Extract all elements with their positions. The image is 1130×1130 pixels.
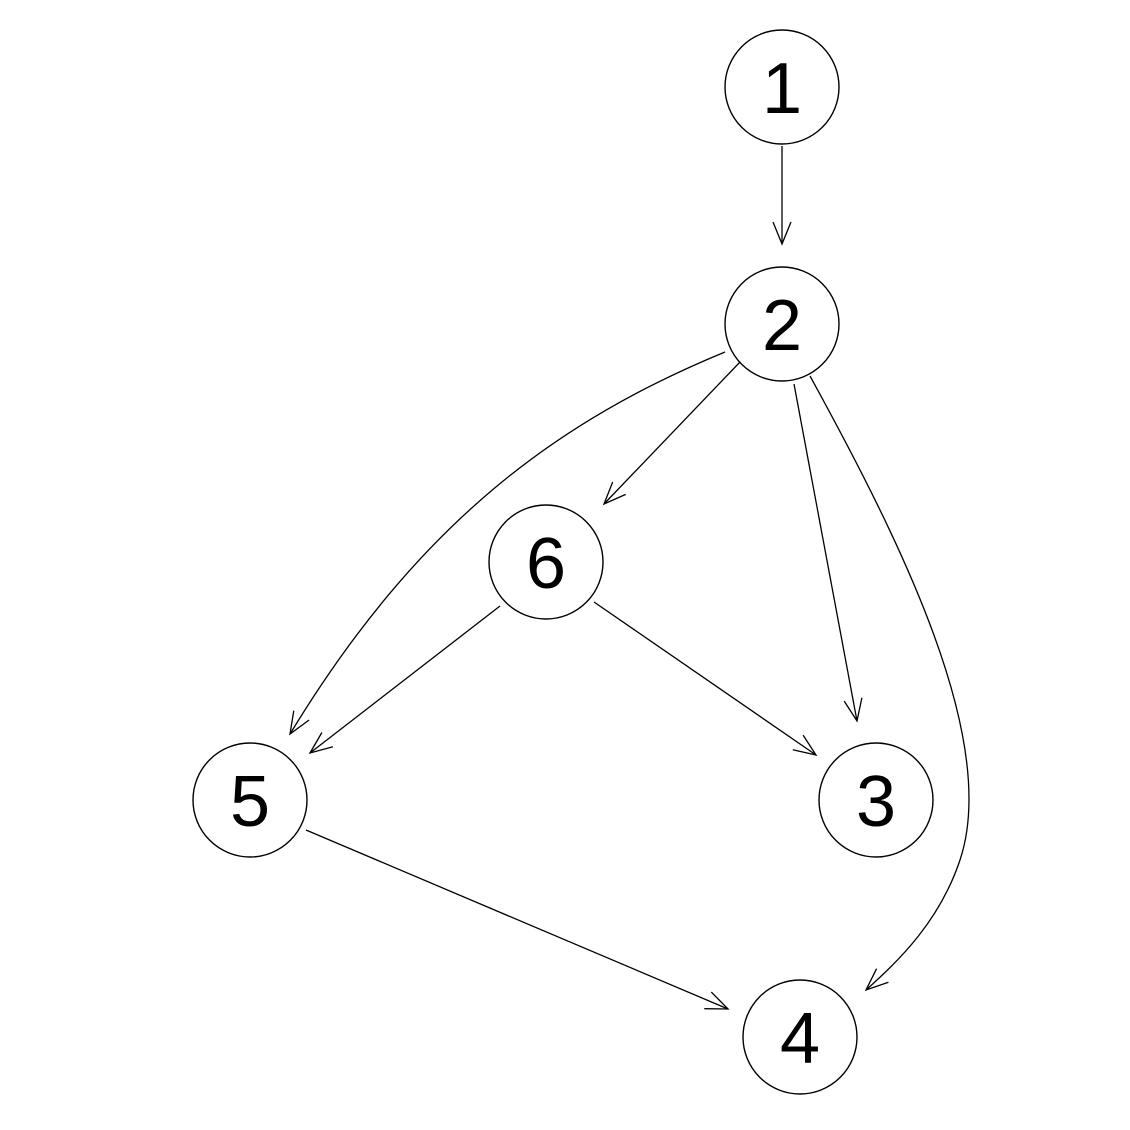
node-3-label: 3 xyxy=(856,762,896,842)
edge-5-to-4 xyxy=(305,829,729,1010)
node-1-circle xyxy=(724,29,840,145)
arrowhead-2-to-4 xyxy=(864,968,889,992)
node-2-label: 2 xyxy=(762,286,802,366)
arrowhead-1-to-2 xyxy=(772,221,792,246)
edge-6-to-5 xyxy=(309,605,501,754)
arrowhead-6-to-5 xyxy=(308,732,334,755)
edge-2-to-5 xyxy=(289,351,726,735)
node-2: 2 xyxy=(724,266,840,382)
node-3: 3 xyxy=(818,742,934,858)
nodes-layer: 1 2 3 4 5 6 xyxy=(192,29,934,1095)
node-3-circle xyxy=(818,742,934,858)
node-5: 5 xyxy=(192,742,308,858)
edge-2-to-4 xyxy=(809,375,970,991)
node-6: 6 xyxy=(488,504,604,620)
arrowhead-2-to-3 xyxy=(843,697,863,723)
node-1-label: 1 xyxy=(762,49,802,129)
node-2-circle xyxy=(724,266,840,382)
node-5-circle xyxy=(192,742,308,858)
arrowhead-5-to-4 xyxy=(704,991,730,1010)
node-1: 1 xyxy=(724,29,840,145)
node-6-label: 6 xyxy=(526,524,566,604)
edge-2-to-3 xyxy=(793,383,858,722)
edge-6-to-3 xyxy=(593,601,817,756)
arrowhead-6-to-3 xyxy=(792,734,818,756)
edges-layer xyxy=(289,146,970,1010)
node-4-circle xyxy=(742,979,858,1095)
node-6-circle xyxy=(488,504,604,620)
arrowhead-2-to-6 xyxy=(602,481,626,506)
edge-2-to-6 xyxy=(603,361,741,505)
node-5-label: 5 xyxy=(230,762,270,842)
arrowhead-2-to-5 xyxy=(289,710,310,736)
node-4-label: 4 xyxy=(780,999,820,1079)
node-4: 4 xyxy=(742,979,858,1095)
